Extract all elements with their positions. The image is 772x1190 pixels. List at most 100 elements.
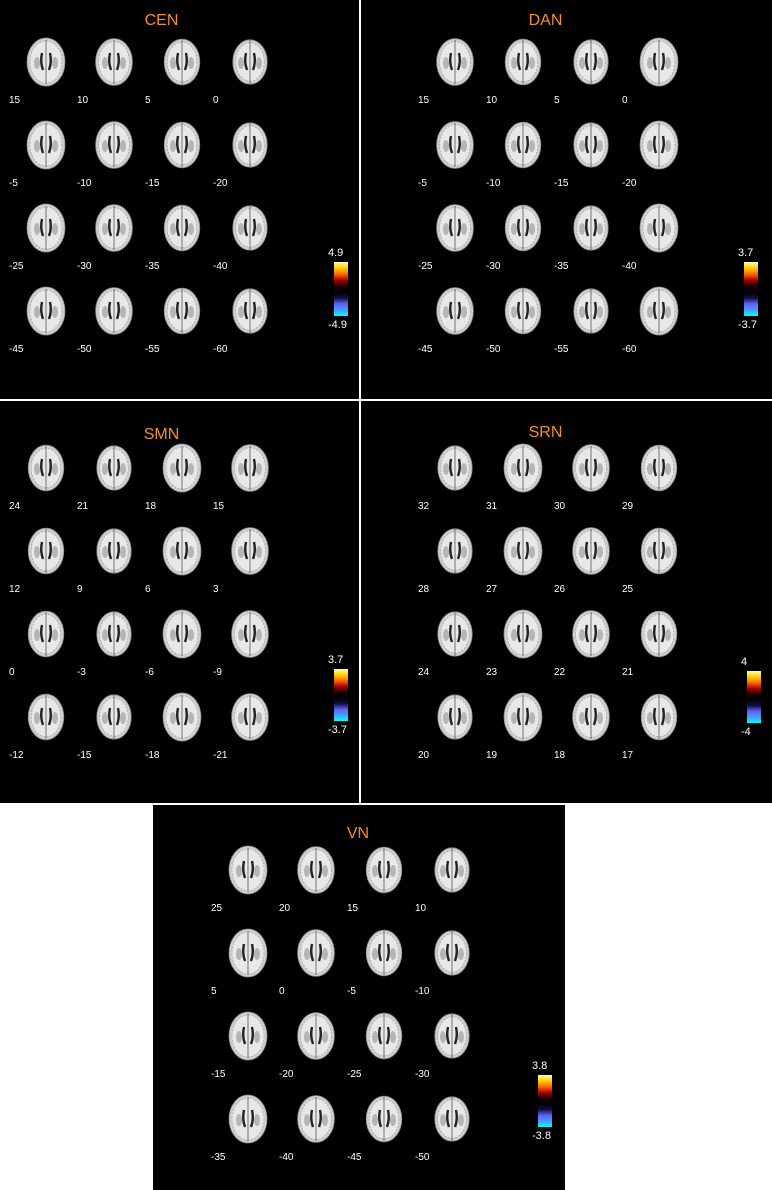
slice-label: 18 xyxy=(145,501,157,512)
brain-slice-image xyxy=(434,1013,470,1059)
slice-label: 0 xyxy=(213,95,219,106)
slice-label: -20 xyxy=(622,178,637,189)
brain-slice-image xyxy=(640,610,678,658)
slice-label: 32 xyxy=(418,501,430,512)
brain-slice: -30 xyxy=(77,203,135,272)
brain-slice: -40 xyxy=(279,1094,337,1163)
brain-slice-image xyxy=(26,203,66,253)
slice-label: -35 xyxy=(554,261,569,272)
colorbar-max-label: 4.9 xyxy=(328,247,344,259)
slice-label: 30 xyxy=(554,501,566,512)
brain-slice-image xyxy=(504,121,542,169)
brain-slice: -40 xyxy=(213,203,271,272)
brain-slice: -35 xyxy=(145,203,203,272)
brain-slice: -12 xyxy=(9,692,67,761)
slice-label: 24 xyxy=(9,501,21,512)
colorbar: 3.7 -3.7 xyxy=(328,654,348,736)
brain-slice: 19 xyxy=(486,692,544,761)
brain-slice-image xyxy=(365,1095,403,1143)
brain-slice-image xyxy=(297,929,335,977)
slice-label: 5 xyxy=(554,95,560,106)
panel-title: CEN xyxy=(144,12,179,29)
slice-label: -45 xyxy=(9,344,24,355)
brain-slice: -35 xyxy=(554,203,612,272)
slice-label: -20 xyxy=(213,178,228,189)
slice-label: -35 xyxy=(211,1152,226,1163)
slice-label: 21 xyxy=(77,501,89,512)
brain-slice-image xyxy=(365,1012,403,1060)
slice-label: -55 xyxy=(554,344,569,355)
colorbar-min-label: -3.7 xyxy=(328,724,347,736)
brain-slice-image xyxy=(163,204,201,252)
brain-slice: -18 xyxy=(145,692,203,761)
brain-slice-image xyxy=(163,121,201,169)
brain-slice-image xyxy=(231,444,269,492)
brain-slice: 17 xyxy=(622,692,680,761)
brain-slice: -5 xyxy=(9,120,67,189)
slice-label: -15 xyxy=(554,178,569,189)
brain-slice: 24 xyxy=(418,609,476,678)
brain-slice: 5 xyxy=(554,37,612,106)
brain-slice-image xyxy=(639,286,679,336)
brain-slice-image xyxy=(163,287,201,335)
colorbar-gradient xyxy=(538,1075,552,1127)
slice-label: -5 xyxy=(418,178,427,189)
brain-slice-image xyxy=(163,38,201,86)
brain-slice: 20 xyxy=(279,845,337,914)
brain-slice-image xyxy=(365,846,403,894)
slice-label: -15 xyxy=(145,178,160,189)
brain-slice: -25 xyxy=(418,203,476,272)
brain-slice: 26 xyxy=(554,526,612,595)
colorbar-max-label: 3.7 xyxy=(738,247,754,259)
slice-label: 5 xyxy=(145,95,151,106)
slice-label: 10 xyxy=(486,95,498,106)
brain-slice: -5 xyxy=(347,928,405,997)
colorbar-min-label: -3.7 xyxy=(738,319,757,331)
brain-slice: -30 xyxy=(415,1011,473,1080)
brain-slice-image xyxy=(639,203,679,253)
slice-label: 0 xyxy=(279,986,285,997)
brain-slice: 0 xyxy=(622,37,680,106)
brain-slice-image xyxy=(297,846,335,894)
brain-slice-image xyxy=(162,692,202,742)
brain-slice: -6 xyxy=(145,609,203,678)
brain-slice: 5 xyxy=(145,37,203,106)
brain-slice-image xyxy=(27,527,65,575)
brain-slice-image xyxy=(436,121,474,169)
slice-label: 18 xyxy=(554,750,566,761)
brain-slice: 25 xyxy=(622,526,680,595)
brain-slice: 29 xyxy=(622,443,680,512)
brain-slice: 28 xyxy=(418,526,476,595)
brain-slice-image xyxy=(26,37,66,87)
slice-label: -40 xyxy=(622,261,637,272)
brain-slice: -40 xyxy=(622,203,680,272)
brain-slice-image xyxy=(232,205,268,251)
brain-slice: -15 xyxy=(145,120,203,189)
brain-slice-image xyxy=(504,287,542,335)
brain-slice: 23 xyxy=(486,609,544,678)
slice-label: 15 xyxy=(9,95,21,106)
slice-label: 26 xyxy=(554,584,566,595)
brain-slice: -45 xyxy=(347,1094,405,1163)
brain-slice-image xyxy=(162,526,202,576)
slice-label: 12 xyxy=(9,584,21,595)
colorbar-max-label: 3.7 xyxy=(328,654,344,666)
colorbar: 4.9 -4.9 xyxy=(328,247,348,331)
slice-label: -5 xyxy=(9,178,18,189)
brain-slice-image xyxy=(504,204,542,252)
brain-slice: 20 xyxy=(418,692,476,761)
slice-label: -50 xyxy=(77,344,92,355)
slice-label: -40 xyxy=(213,261,228,272)
brain-slice-image xyxy=(96,611,132,657)
colorbar-gradient xyxy=(744,262,758,316)
brain-slice-image xyxy=(27,693,65,741)
colorbar-max-label: 4 xyxy=(741,656,748,668)
slice-label: 29 xyxy=(622,501,634,512)
slice-label: 15 xyxy=(213,501,225,512)
brain-slice: 21 xyxy=(77,443,135,512)
brain-slice: 10 xyxy=(415,845,473,914)
slice-label: -55 xyxy=(145,344,160,355)
slice-label: -5 xyxy=(347,986,356,997)
